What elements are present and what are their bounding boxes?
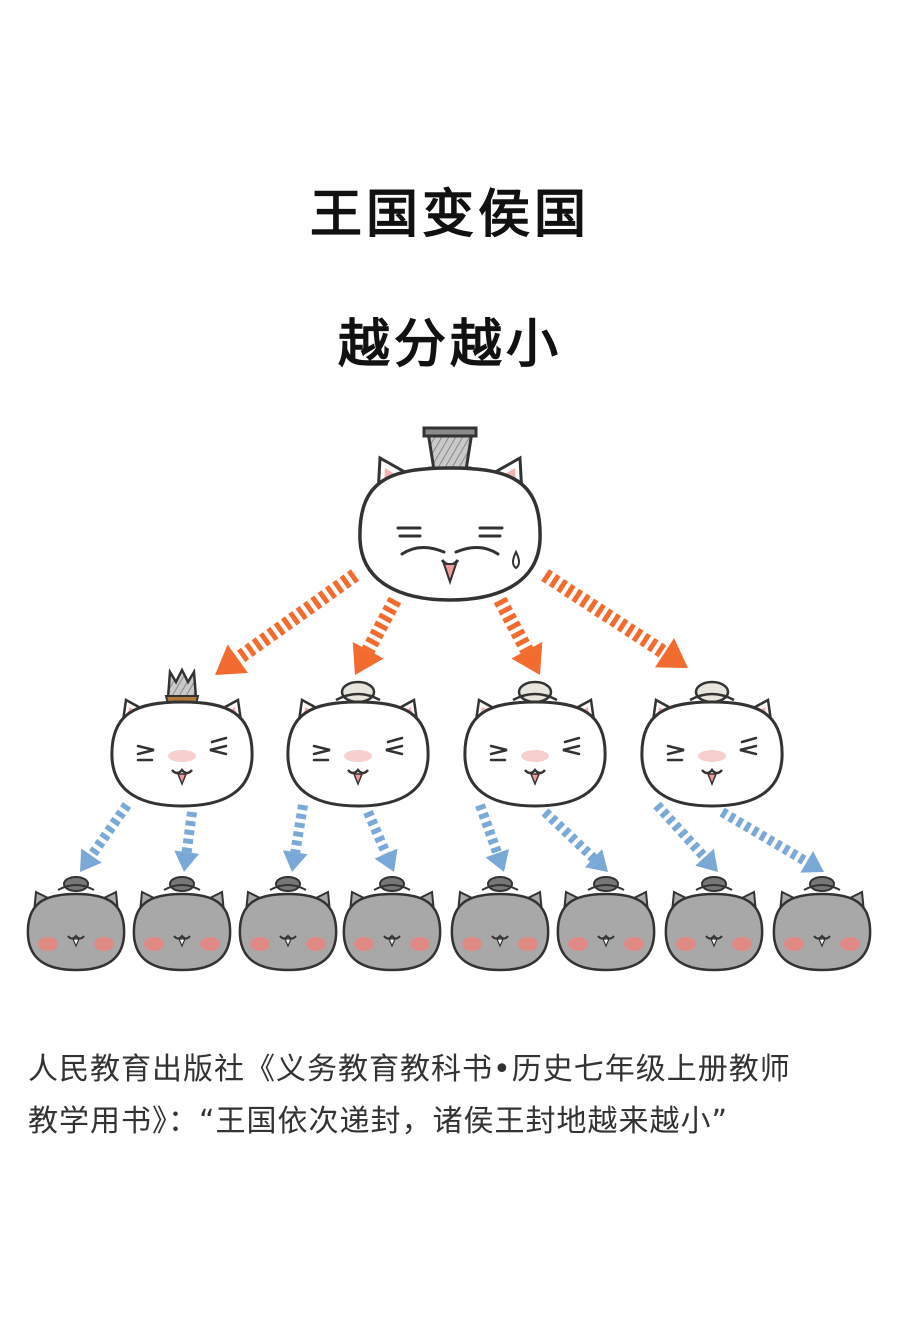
caption-line-2: 教学用书》：“王国依次递封，诸侯王封地越来越小” [28, 1104, 729, 1139]
page-title: 王国变侯国 [309, 185, 590, 245]
prince-cat-with-hat-icon [110, 667, 254, 808]
marquis-cat-icon [772, 876, 872, 972]
marquis-cat-icon [450, 876, 550, 972]
page-subtitle: 越分越小 [337, 315, 562, 375]
caption-line-1: 人民教育出版社《义务教育教科书•历史七年级上册教师 [28, 1052, 791, 1087]
marquis-cat-icon [342, 876, 442, 972]
hierarchy-diagram [26, 426, 872, 972]
blue-arrow [282, 804, 308, 872]
blue-arrow [363, 810, 398, 872]
blue-arrow [653, 801, 718, 872]
blue-arrow [174, 811, 200, 872]
marquis-cat-with-cap-icon [286, 680, 430, 808]
top-to-middle-arrows [215, 569, 688, 675]
orange-arrow [541, 569, 688, 668]
orange-arrow [215, 569, 360, 675]
marquis-cat-icon [664, 876, 764, 972]
marquis-cat-icon [26, 876, 126, 972]
middle-to-bottom-arrows [80, 801, 824, 873]
marquis-cat-icon [556, 876, 656, 972]
orange-arrow [493, 596, 543, 675]
king-cat-icon [358, 426, 542, 602]
blue-arrow [541, 808, 608, 872]
middle-tier [110, 667, 784, 808]
marquis-cat-with-cap-icon [463, 680, 607, 808]
blue-arrow [475, 803, 510, 872]
marquis-cat-with-cap-icon [640, 680, 784, 808]
blue-arrow [80, 802, 132, 872]
bottom-tier [26, 876, 872, 972]
marquis-cat-icon [238, 876, 338, 972]
blue-arrow [719, 807, 824, 873]
orange-arrow [352, 596, 402, 675]
marquis-cat-icon [132, 876, 232, 972]
